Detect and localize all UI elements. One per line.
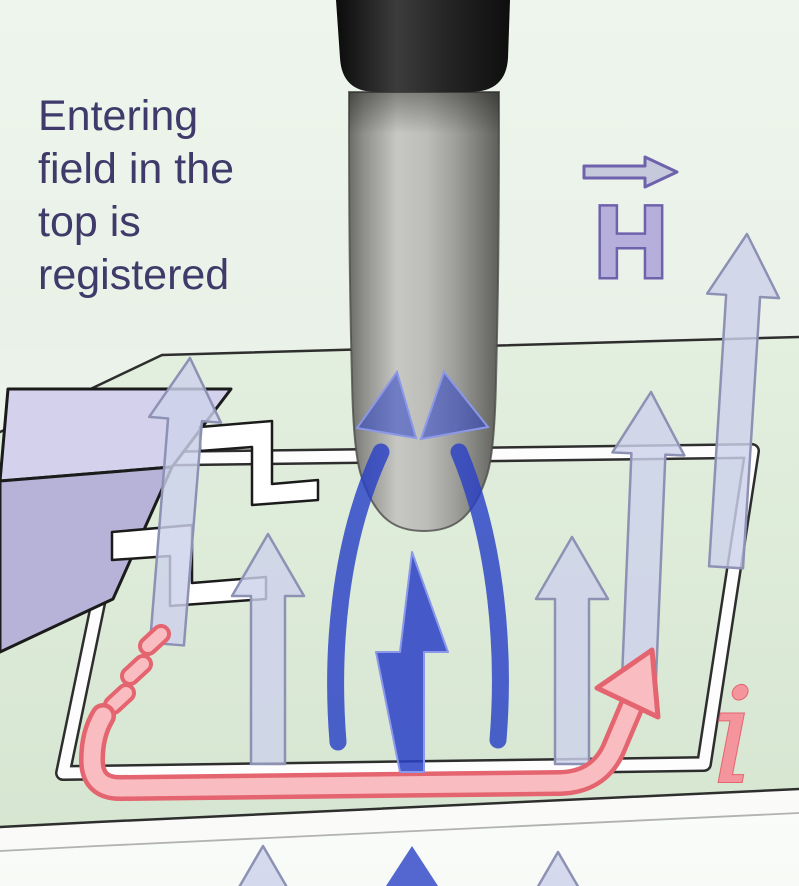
- annotation-line: registered: [38, 251, 229, 299]
- h-field-symbol: H: [582, 155, 679, 302]
- probe-handle: [336, 0, 510, 92]
- vector-arrow-icon: [582, 155, 679, 189]
- field-arrow-bottom-left-stub: [238, 844, 288, 886]
- current-loop: i: [78, 624, 755, 815]
- flux-arrow-right-head: [419, 369, 490, 441]
- field-arrow-bottom-right-stub: [536, 850, 580, 886]
- probe: [336, 0, 510, 533]
- flux-arrow-bottom-stub: [386, 846, 438, 886]
- annotation-line: Entering: [38, 92, 198, 140]
- annotation-line: field in the: [38, 145, 234, 193]
- chip-lead-upper: [198, 419, 320, 507]
- current-dash: [142, 628, 167, 652]
- board-front-face: [0, 789, 799, 851]
- trace-loop-copper: [57, 445, 758, 779]
- board-front-edge: [0, 787, 799, 829]
- current-dash: [124, 658, 149, 682]
- current-dashes: [103, 624, 171, 715]
- current-arrowhead: [594, 647, 661, 720]
- field-arrow-midright: [534, 535, 610, 766]
- field-arrow-left: [147, 356, 223, 647]
- current-label: i: [712, 660, 754, 814]
- chip-front-face: [0, 465, 174, 654]
- flux-arrows: [327, 369, 509, 886]
- probe-body-shadow: [349, 92, 499, 134]
- annotation: Entering field in the top is registered: [38, 92, 234, 299]
- flux-arrow-left-shaft: [327, 443, 390, 751]
- h-field-label: H: [594, 185, 668, 299]
- current-dash: [107, 687, 132, 711]
- field-arrow-midleft: [230, 532, 306, 766]
- trace-loop: [55, 443, 760, 781]
- field-arrow-topright: [705, 232, 781, 570]
- flux-arrow-left-head: [355, 369, 418, 440]
- flux-arrow-center: [375, 551, 449, 773]
- board-bottom-edge: [0, 812, 799, 852]
- annotation-line: top is: [38, 198, 141, 246]
- field-arrows: [147, 232, 781, 886]
- current-path: [83, 689, 644, 797]
- flux-arrow-right-shaft: [450, 443, 509, 749]
